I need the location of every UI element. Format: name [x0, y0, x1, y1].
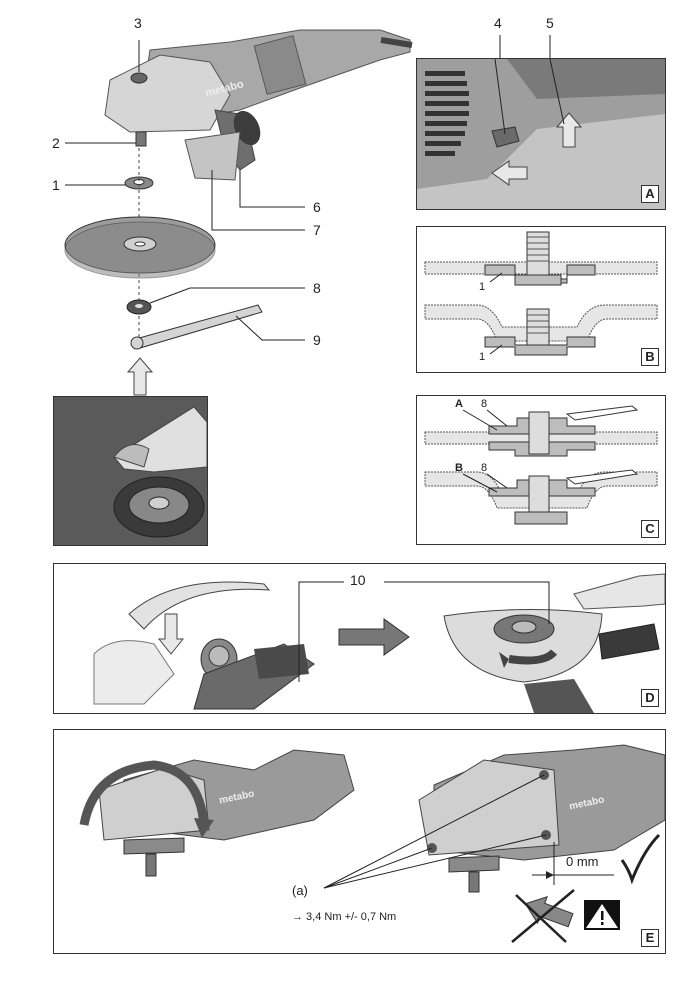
panel-c-callout-8-top: 8: [481, 398, 488, 410]
panel-b-callout-1-top: 1: [479, 281, 486, 293]
callout-10: 10: [350, 572, 366, 588]
panel-c-label-A: A: [455, 398, 463, 410]
right-arrow-icon: [338, 618, 410, 656]
gap-dimension: 0 mm: [566, 854, 599, 869]
leader-lines: [65, 40, 305, 341]
panel-a-label: A: [641, 185, 659, 203]
spanner-photo-inset: [53, 396, 208, 546]
callout-6: 6: [313, 199, 321, 215]
crossed-out-arrow-icon: [511, 889, 575, 943]
down-arrow-icon: [157, 613, 185, 655]
callout-5: 5: [546, 15, 554, 31]
callout-9: 9: [313, 332, 321, 348]
left-arrow-icon: [491, 160, 528, 186]
up-arrow-icon: [126, 357, 154, 396]
callout-1: 1: [52, 177, 60, 193]
panel-a-spindle-lock: A: [416, 58, 666, 210]
callout-2: 2: [52, 135, 60, 151]
panel-d-guard-adjustment: 10 D: [53, 563, 666, 714]
panel-e-gear-head-rotation: metabo metabo 0 mm (a) → 3,4 Nm +/- 0,7 …: [53, 729, 666, 954]
torque-spec: → 3,4 Nm +/- 0,7 Nm: [292, 911, 397, 923]
panel-c-clamping-nut: A 8 B 8 C: [416, 395, 666, 545]
panel-b-label: B: [641, 348, 659, 366]
checkmark-icon: [620, 833, 661, 885]
panel-c-label: C: [641, 520, 659, 538]
callout-4: 4: [494, 15, 502, 31]
panel-b-flange-mounting: 1 1 B: [416, 226, 666, 373]
two-hole-spanner-part: [131, 304, 263, 349]
panel-c-callout-8-bottom: 8: [481, 462, 488, 474]
callout-a: (a): [292, 883, 308, 898]
panel-e-label: E: [641, 929, 659, 947]
callout-8: 8: [313, 280, 321, 296]
cutting-disc-illustration: [64, 216, 216, 279]
angle-grinder-illustration: [104, 29, 413, 181]
panel-b-callout-1-bottom: 1: [479, 351, 486, 363]
panel-c-label-B: B: [455, 462, 463, 474]
callout-3: 3: [134, 15, 142, 31]
panel-d-label: D: [641, 689, 659, 707]
callout-7: 7: [313, 222, 321, 238]
